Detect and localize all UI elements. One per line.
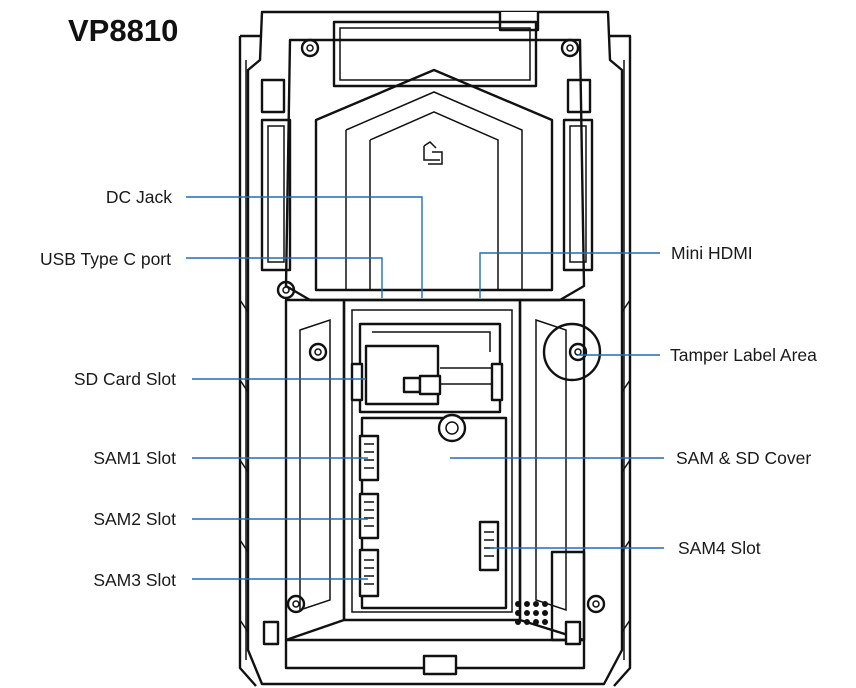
label-sam1-slot: SAM1 Slot: [93, 448, 176, 468]
label-dc-jack: DC Jack: [106, 187, 172, 207]
device-outline: [238, 10, 632, 687]
label-sam4-slot: SAM4 Slot: [678, 538, 761, 558]
label-tamper-label-area: Tamper Label Area: [670, 345, 817, 365]
callout-lines: [186, 196, 664, 580]
tamper-label-circle: [542, 322, 602, 382]
label-usb-type-c-port: USB Type C port: [40, 249, 171, 269]
screws: [276, 38, 606, 614]
speaker-grille: [515, 601, 548, 625]
label-sd-card-slot: SD Card Slot: [74, 369, 176, 389]
diagram-title: VP8810: [68, 13, 178, 48]
callout-line-usb-type-c: [186, 257, 383, 298]
label-sam2-slot: SAM2 Slot: [93, 509, 176, 529]
callout-line-dc-jack: [186, 196, 423, 298]
label-sam-sd-cover: SAM & SD Cover: [676, 448, 811, 468]
label-sam3-slot: SAM3 Slot: [93, 570, 176, 590]
recycle-icon: [423, 141, 443, 165]
label-mini-hdmi: Mini HDMI: [671, 243, 753, 263]
callout-line-mini-hdmi: [479, 252, 660, 298]
